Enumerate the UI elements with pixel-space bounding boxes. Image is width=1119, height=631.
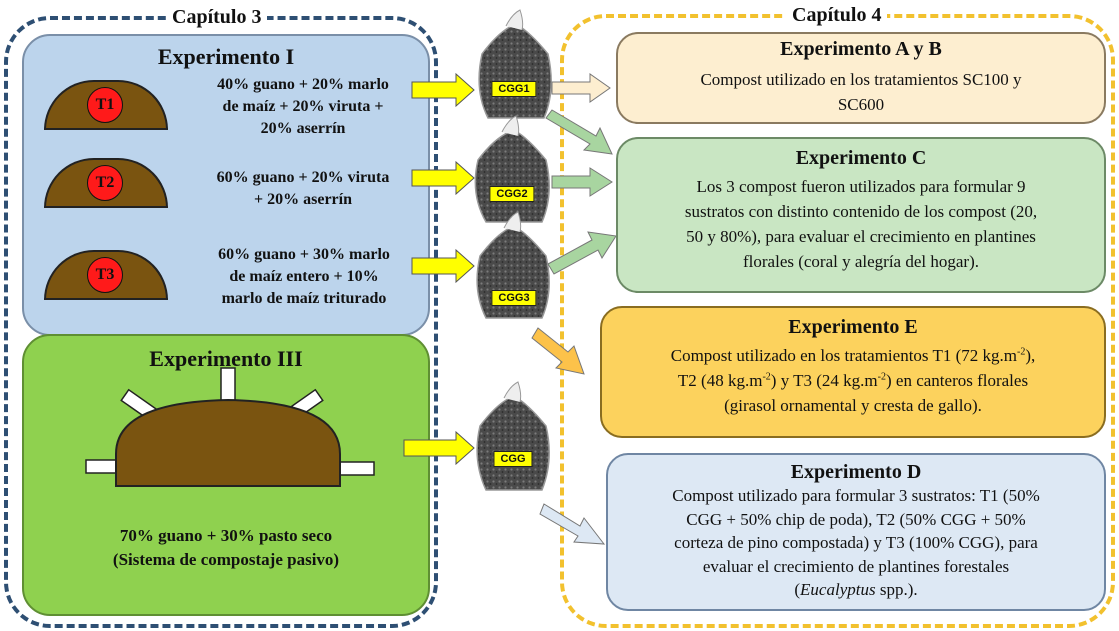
bag-cgg1-shape xyxy=(478,9,552,119)
experiment-ab-title: Experimento A y B xyxy=(780,38,942,60)
experiment-d-title: Experimento D xyxy=(790,461,922,483)
bag-cgg2-shape xyxy=(474,115,550,223)
experiment-d-box: Experimento D Compost utilizado para for… xyxy=(606,453,1106,611)
experiment-3-panel: Experimento III xyxy=(22,334,430,616)
bag-label-cgg1: CGG1 xyxy=(491,81,537,97)
experiment-e-desc: Compost utilizado en los tratamientos T1… xyxy=(670,346,1036,415)
experiment-d-desc: Compost utilizado para formular 3 sustra… xyxy=(672,486,1040,599)
experiment-c-box: Experimento C Los 3 compost fueron utili… xyxy=(616,137,1106,293)
experiment-ab-box: Experimento A y B Compost utilizado en l… xyxy=(616,32,1106,124)
chapter-4-title: Capítulo 4 xyxy=(786,4,888,26)
experiment-c-desc: Los 3 compost fueron utilizados para for… xyxy=(684,177,1038,271)
treatment-t1-mix: 40% guano + 20% marlo de maíz + 20% viru… xyxy=(217,76,389,137)
treatment-badge-t2: T2 xyxy=(87,165,123,201)
treatment-t2-mix: 60% guano + 20% viruta + 20% aserrín xyxy=(216,169,390,208)
experiment-3-mix: 70% guano + 30% pasto seco (Sistema de c… xyxy=(112,526,340,569)
bag-label-cgg2: CGG2 xyxy=(489,186,535,202)
treatment-t3-mix: 60% guano + 30% marlo de maíz entero + 1… xyxy=(218,246,390,307)
chapter-3-title: Capítulo 3 xyxy=(166,6,268,28)
bag-cgg-shape xyxy=(476,381,550,491)
experiment-3-title: Experimento III xyxy=(149,346,303,371)
treatment-badge-t1: T1 xyxy=(87,87,123,123)
experiment-c-title: Experimento C xyxy=(795,147,927,169)
experiment-e-box: Experimento E Compost utilizado en los t… xyxy=(600,306,1106,438)
bag-label-cgg: CGG xyxy=(493,451,533,467)
experiment-1-title: Experimento I xyxy=(157,44,295,69)
bag-label-cgg3: CGG3 xyxy=(491,290,537,306)
experiment-ab-desc: Compost utilizado en los tratamientos SC… xyxy=(700,70,1022,114)
experiment-e-title: Experimento E xyxy=(788,316,918,338)
treatment-badge-t3: T3 xyxy=(87,257,123,293)
